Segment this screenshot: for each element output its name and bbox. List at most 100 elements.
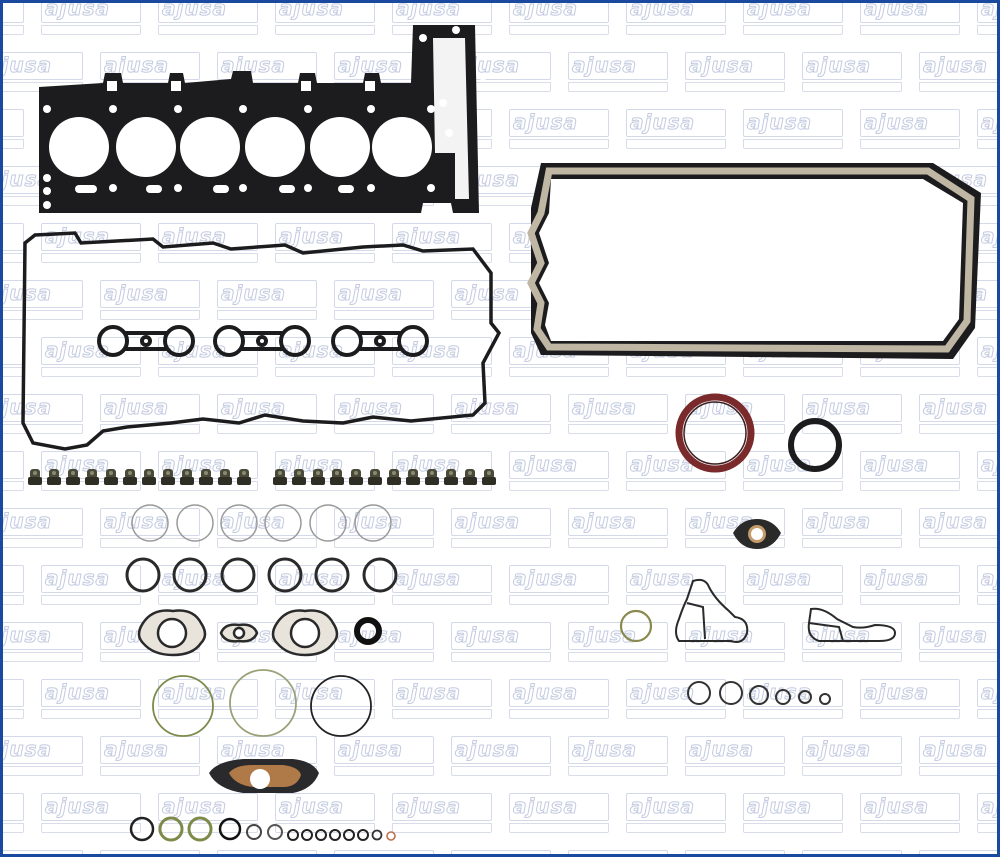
watermark-logo: ajusa: [41, 3, 141, 35]
watermark-logo: ajusa: [685, 52, 785, 92]
watermark-logo: ajusa: [626, 565, 726, 605]
watermark-logo: ajusa: [802, 52, 902, 92]
watermark-logo: ajusa: [802, 736, 902, 776]
oil-cooler-gaskets: [675, 578, 897, 643]
watermark-logo: ajusa: [334, 850, 434, 854]
watermark-logo: ajusa: [860, 3, 960, 35]
watermark-logo: ajusa: [568, 52, 668, 92]
valve-cover-gasket: [21, 231, 502, 451]
watermark-logo: ajusa: [100, 280, 200, 320]
watermark-logo: ajusa: [626, 3, 726, 35]
watermark-logo: ajusa: [41, 679, 141, 719]
watermark-logo: ajusa: [860, 679, 960, 719]
watermark-logo: ajusa: [3, 109, 24, 149]
watermark-logo: ajusa: [860, 565, 960, 605]
watermark-logo: ajusa: [100, 736, 200, 776]
watermark-logo: ajusa: [392, 565, 492, 605]
watermark-logo: ajusa: [3, 508, 83, 548]
watermark-logo: ajusa: [275, 565, 375, 605]
watermark-logo: ajusa: [977, 793, 997, 833]
watermark-logo: ajusa: [41, 793, 141, 833]
flange-gaskets: [137, 609, 339, 657]
watermark-logo: ajusa: [626, 793, 726, 833]
watermark-logo: ajusa: [334, 394, 434, 434]
watermark-logo: ajusa: [568, 508, 668, 548]
thin-orings-row: [131, 504, 392, 542]
watermark-logo: ajusa: [3, 679, 24, 719]
watermark-logo: ajusa: [41, 565, 141, 605]
watermark-logo: ajusa: [919, 52, 997, 92]
watermark-logo: ajusa: [509, 679, 609, 719]
olive-oring: [619, 609, 653, 643]
watermark-logo: ajusa: [802, 850, 902, 854]
watermark-logo: ajusa: [977, 679, 997, 719]
watermark-logo: ajusa: [41, 337, 141, 377]
watermark-logo: ajusa: [158, 3, 258, 35]
oil-pan-gasket: [527, 163, 981, 359]
watermark-logo: ajusa: [685, 736, 785, 776]
watermark-logo: ajusa: [509, 793, 609, 833]
watermark-logo: ajusa: [334, 622, 434, 662]
watermark-logo: ajusa: [860, 793, 960, 833]
watermark-logo: ajusa: [802, 508, 902, 548]
watermark-logo: ajusa: [100, 850, 200, 854]
watermark-logo: ajusa: [509, 451, 609, 491]
watermark-logo: ajusa: [509, 109, 609, 149]
watermark-logo: ajusa: [3, 736, 83, 776]
watermark-logo: ajusa: [743, 109, 843, 149]
watermark-logo: ajusa: [509, 565, 609, 605]
watermark-logo: ajusa: [451, 622, 551, 662]
watermark-logo: ajusa: [919, 508, 997, 548]
watermark-logo: ajusa: [3, 565, 24, 605]
watermark-logo: ajusa: [743, 3, 843, 35]
watermark-logo: ajusa: [626, 679, 726, 719]
watermark-logo: ajusa: [802, 394, 902, 434]
watermark-logo: ajusa: [977, 3, 997, 35]
watermark-logo: ajusa: [977, 565, 997, 605]
watermark-logo: ajusa: [919, 736, 997, 776]
medium-orings-row: [125, 557, 398, 593]
watermark-logo: ajusa: [743, 793, 843, 833]
oil-cooler-flange-gasket: [733, 519, 781, 549]
watermark-logo: ajusa: [451, 736, 551, 776]
watermark-logo: ajusa: [860, 109, 960, 149]
watermark-logo: ajusa: [451, 394, 551, 434]
watermark-logo: ajusa: [919, 850, 997, 854]
watermark-logo: ajusa: [392, 679, 492, 719]
valve-stem-seals: [28, 469, 496, 485]
watermark-logo: ajusa: [743, 565, 843, 605]
watermark-logo: ajusa: [3, 451, 24, 491]
watermark-logo: ajusa: [919, 622, 997, 662]
watermark-logo: ajusa: [217, 280, 317, 320]
watermark-logo: ajusa: [217, 394, 317, 434]
watermark-logo: ajusa: [860, 451, 960, 491]
watermark-logo: ajusa: [568, 736, 668, 776]
watermark-logo: ajusa: [626, 451, 726, 491]
watermark-logo: ajusa: [3, 850, 83, 854]
watermark-logo: ajusa: [3, 793, 24, 833]
watermark-logo: ajusa: [158, 679, 258, 719]
watermark-logo: ajusa: [3, 3, 24, 35]
watermark-logo: ajusa: [334, 280, 434, 320]
watermark-logo: ajusa: [100, 508, 200, 548]
watermark-logo: ajusa: [568, 394, 668, 434]
watermark-logo: ajusa: [568, 850, 668, 854]
watermark-logo: ajusa: [275, 223, 375, 263]
large-orings: [152, 669, 372, 737]
right-small-orings: [687, 681, 831, 705]
watermark-logo: ajusa: [217, 850, 317, 854]
watermark-logo: ajusa: [977, 109, 997, 149]
small-shaft-seal: [354, 617, 382, 645]
watermark-logo: ajusa: [626, 109, 726, 149]
watermark-logo: ajusa: [3, 394, 83, 434]
watermark-logo: ajusa: [217, 508, 317, 548]
watermark-logo: ajusa: [685, 850, 785, 854]
watermark-logo: ajusa: [3, 622, 83, 662]
oil-filter-housing-gasket: [209, 759, 319, 793]
watermark-logo: ajusa: [334, 736, 434, 776]
gasket-set-illustration: [21, 25, 981, 842]
cylinder-head-gasket: [39, 25, 486, 213]
watermark-logo: ajusa: [392, 793, 492, 833]
bottom-orings: [129, 816, 396, 842]
